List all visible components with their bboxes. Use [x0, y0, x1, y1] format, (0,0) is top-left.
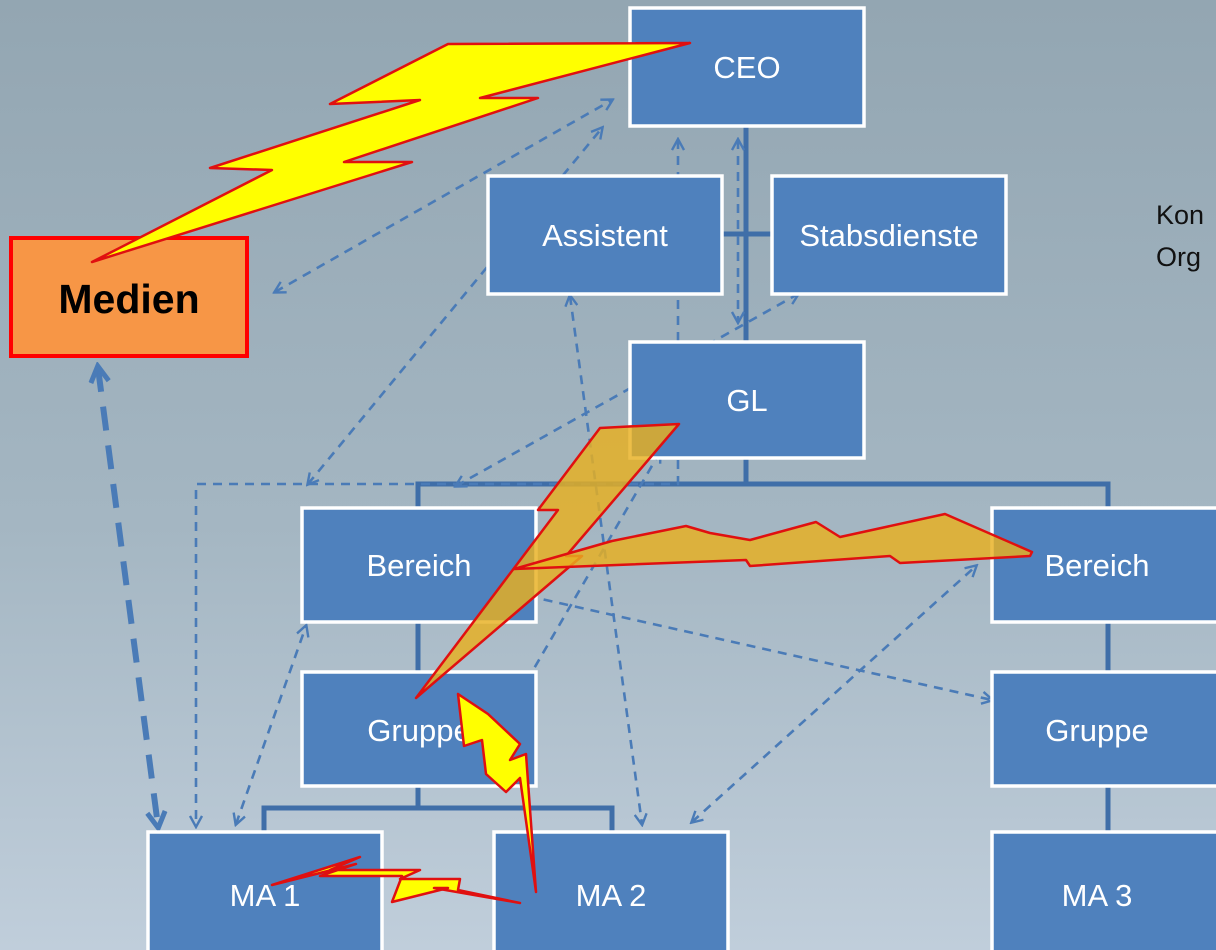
node-ma3: MA 3 [990, 830, 1216, 950]
ma3-label: MA 3 [1062, 878, 1133, 913]
node-gruppe-right: Gruppe [990, 670, 1216, 788]
lightning-bolt-icon [512, 512, 1034, 571]
assistent-label: Assistent [542, 218, 668, 253]
lightning-bolt-icon [270, 855, 522, 905]
ma2-label: MA 2 [576, 878, 647, 913]
node-gl: GL [628, 340, 866, 460]
bereich-right-label: Bereich [1044, 548, 1149, 583]
node-stabsdienste: Stabsdienste [770, 174, 1008, 296]
ma1-label: MA 1 [230, 878, 301, 913]
gl-label: GL [726, 383, 767, 418]
gruppe-left-label: Gruppe [367, 713, 470, 748]
bereich-left-label: Bereich [366, 548, 471, 583]
ceo-label: CEO [713, 50, 780, 85]
side-text-line2: Org [1156, 242, 1201, 272]
medien-ma1-arrow [98, 368, 158, 826]
node-bereich-right: Bereich [990, 506, 1216, 624]
node-ma1: MA 1 [146, 830, 384, 950]
medien-label: Medien [58, 276, 199, 322]
side-text-line1: Kon [1156, 200, 1204, 230]
node-ceo: CEO [628, 6, 866, 128]
lightning-bolt-icon [456, 692, 538, 894]
node-medien: Medien [9, 236, 249, 358]
stabsdienste-label: Stabsdienste [799, 218, 978, 253]
lightning-bolt-icon [90, 41, 692, 264]
node-assistent: Assistent [486, 174, 724, 296]
communication-arrows [98, 100, 992, 826]
gruppe-right-label: Gruppe [1045, 713, 1148, 748]
